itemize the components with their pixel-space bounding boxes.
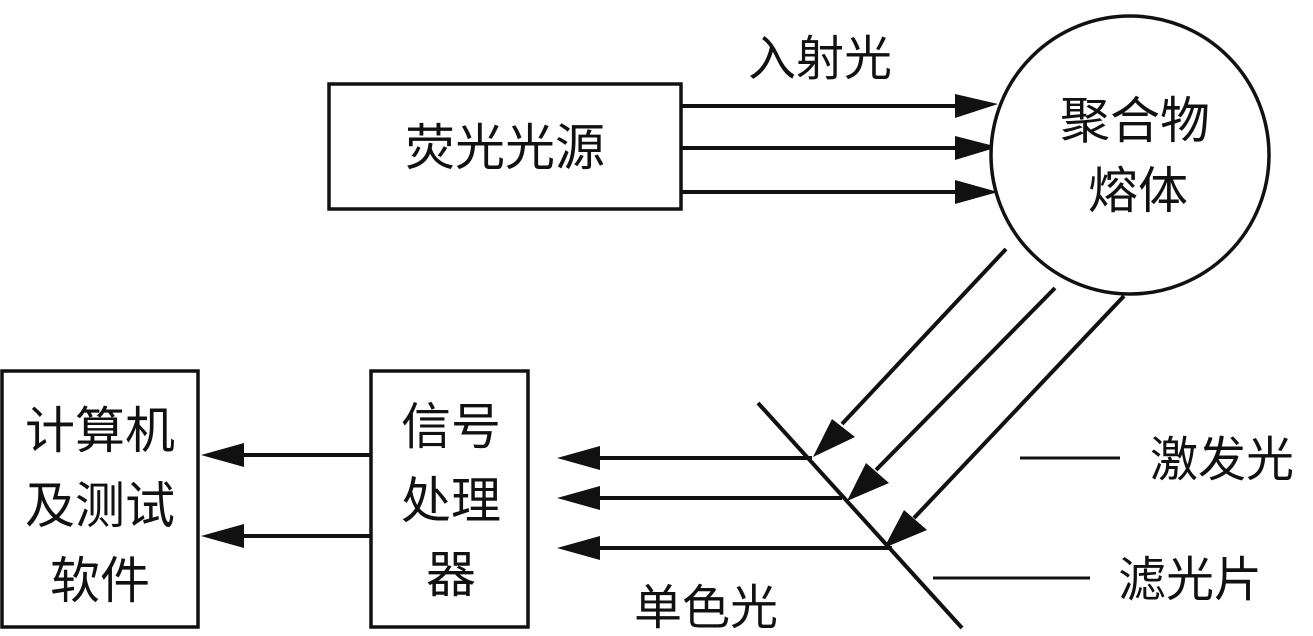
signal-processor-box xyxy=(369,369,530,629)
output-arrows xyxy=(201,443,371,548)
incident-arrow-2-head xyxy=(955,136,998,160)
computer-node: 计算机 及测试 软件 xyxy=(0,369,200,629)
polymer-melt-label-line-2: 熔体 xyxy=(1088,162,1188,220)
computer-box xyxy=(0,369,200,629)
mono-arrow-3-head xyxy=(557,536,600,560)
polymer-melt-label-line-1: 聚合物 xyxy=(1060,92,1210,150)
computer-label-line-2: 及测试 xyxy=(25,477,175,535)
excitation-arrow-3-shaft xyxy=(912,294,1126,520)
mono-arrow-2-head xyxy=(557,486,600,510)
excitation-arrow-2-head xyxy=(847,463,889,501)
incident-light-label: 入射光 xyxy=(748,31,892,87)
excitation-arrow-1-shaft xyxy=(840,247,1008,426)
incident-arrows xyxy=(681,94,998,204)
monochromatic-arrows xyxy=(557,446,892,560)
light-source-label: 荧光光源 xyxy=(405,119,605,177)
mono-arrow-1-head xyxy=(557,446,600,470)
excitation-arrow-2-shaft xyxy=(874,286,1057,472)
signal-processor-label-line-3: 器 xyxy=(426,546,476,604)
polymer-melt-circle xyxy=(989,14,1271,296)
output-arrow-2-head xyxy=(201,524,244,548)
light-source-node: 荧光光源 xyxy=(327,82,683,211)
incident-arrow-1-head xyxy=(955,94,998,118)
excitation-arrow-1-head xyxy=(813,419,855,457)
monochromatic-light-label: 单色光 xyxy=(634,580,778,636)
light-source-box xyxy=(327,82,683,211)
polymer-melt-node: 聚合物 熔体 xyxy=(989,14,1271,296)
output-arrow-1-head xyxy=(201,443,244,467)
excitation-arrow-3-head xyxy=(884,510,927,548)
filter-label: 滤光片 xyxy=(1118,552,1262,608)
signal-processor-label-line-2: 处理 xyxy=(401,472,501,530)
signal-processor-label-line-1: 信号 xyxy=(401,398,501,456)
excitation-arrows xyxy=(813,247,1126,548)
excitation-light-label: 激发光 xyxy=(1150,432,1294,488)
computer-label-line-3: 软件 xyxy=(50,552,150,610)
filter-plate xyxy=(756,401,964,630)
signal-processor-node: 信号 处理 器 xyxy=(369,369,530,629)
incident-arrow-3-head xyxy=(955,180,998,204)
computer-label-line-1: 计算机 xyxy=(25,402,175,460)
